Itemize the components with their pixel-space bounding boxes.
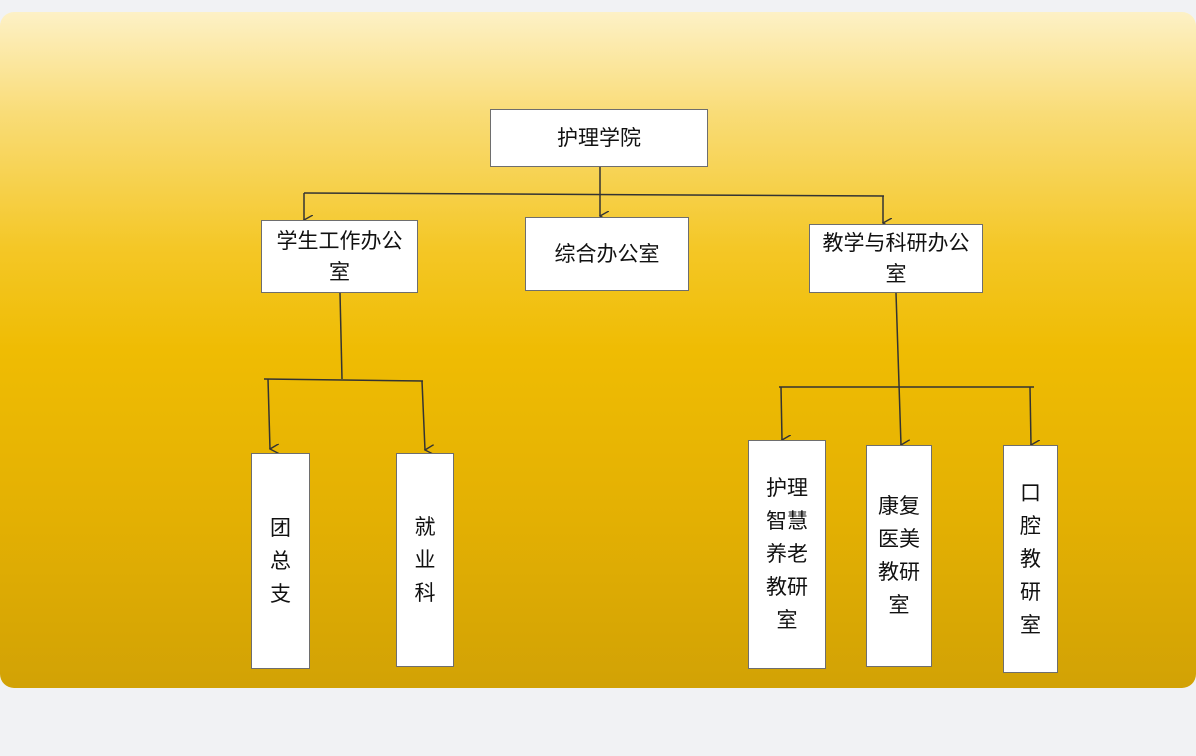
connector-to-employment [421,380,425,450]
nursing-elderly-care-research-node: 护理 智慧 养老 教研 室 [748,440,826,669]
root-branch-line [303,192,885,197]
org-chart-panel: 护理学院 学生工作办公室 综合办公室 教学与科研办公室 团 总 支 就 业 科 … [0,12,1196,688]
student-work-office-label: 学生工作办公室 [276,228,403,284]
rehab-aesthetic-research-label: 康复 医美 教研 室 [878,494,920,617]
connector-to-nursing-research [780,386,782,440]
connector-to-oral-research [1029,386,1031,445]
student-branch-line [263,378,424,382]
student-trunk-line [339,292,343,380]
root-node-label: 护理学院 [557,125,641,150]
league-branch-node: 团 总 支 [251,453,310,669]
student-work-office-node: 学生工作办公室 [261,220,418,293]
connector-lines [263,167,1196,688]
root-node: 护理学院 [490,109,708,167]
employment-section-node: 就 业 科 [396,453,454,667]
teaching-research-office-label: 教学与科研办公室 [822,230,970,286]
general-office-node: 综合办公室 [525,217,689,291]
oral-research-node: 口 腔 教 研 室 [1003,445,1058,673]
nursing-elderly-care-research-label: 护理 智慧 养老 教研 室 [766,476,808,632]
rehab-aesthetic-research-node: 康复 医美 教研 室 [866,445,932,667]
league-branch-label: 团 总 支 [270,515,291,606]
teaching-trunk-line [895,292,901,445]
employment-section-label: 就 业 科 [414,514,436,605]
teaching-research-office-node: 教学与科研办公室 [809,224,983,293]
oral-research-label: 口 腔 教 研 室 [1020,480,1041,637]
connector-to-league-branch [267,378,270,449]
general-office-label: 综合办公室 [554,241,660,266]
